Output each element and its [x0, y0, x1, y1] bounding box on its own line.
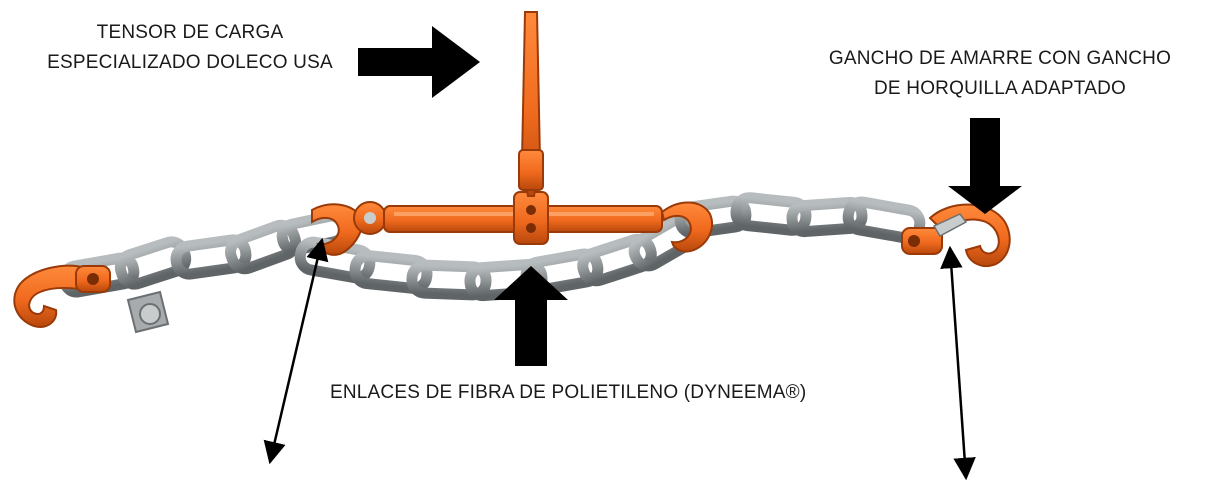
chain-link	[349, 250, 433, 294]
label-tensor-line1: TENSOR DE CARGA	[96, 22, 284, 43]
hook-icon	[13, 264, 111, 328]
label-tensor-line2: ESPECIALIZADO DOLECO USA	[47, 52, 333, 73]
label-gancho-line1: GANCHO DE AMARRE CON GANCHO	[828, 48, 1172, 69]
chain-link	[786, 196, 868, 238]
chain-link	[170, 234, 252, 280]
label-enlaces-text: ENLACES DE FIBRA DE POLIETILENO (DYNEEMA…	[330, 382, 807, 403]
chain-link	[674, 195, 752, 239]
chain-link	[730, 192, 812, 236]
double-arrow-right	[940, 245, 976, 481]
label-tensor-de-carga: TENSOR DE CARGA ESPECIALIZADO DOLECO USA	[20, 18, 360, 78]
arrow-right-icon	[358, 26, 480, 98]
load-binder-icon	[311, 11, 713, 256]
label-gancho-line2: DE HORQUILLA ADAPTADO	[874, 78, 1126, 99]
id-tag	[126, 290, 170, 334]
label-enlaces-de-fibra: ENLACES DE FIBRA DE POLIETILENO (DYNEEMA…	[330, 378, 890, 408]
double-arrow-left	[263, 237, 329, 465]
arrow-down-icon	[948, 118, 1022, 214]
arrow-up-icon	[494, 266, 568, 366]
chain-link	[577, 233, 657, 287]
label-gancho-de-amarre: GANCHO DE AMARRE CON GANCHO DE HORQUILLA…	[800, 44, 1200, 104]
chain-link	[406, 259, 492, 301]
chain-link	[842, 196, 926, 244]
